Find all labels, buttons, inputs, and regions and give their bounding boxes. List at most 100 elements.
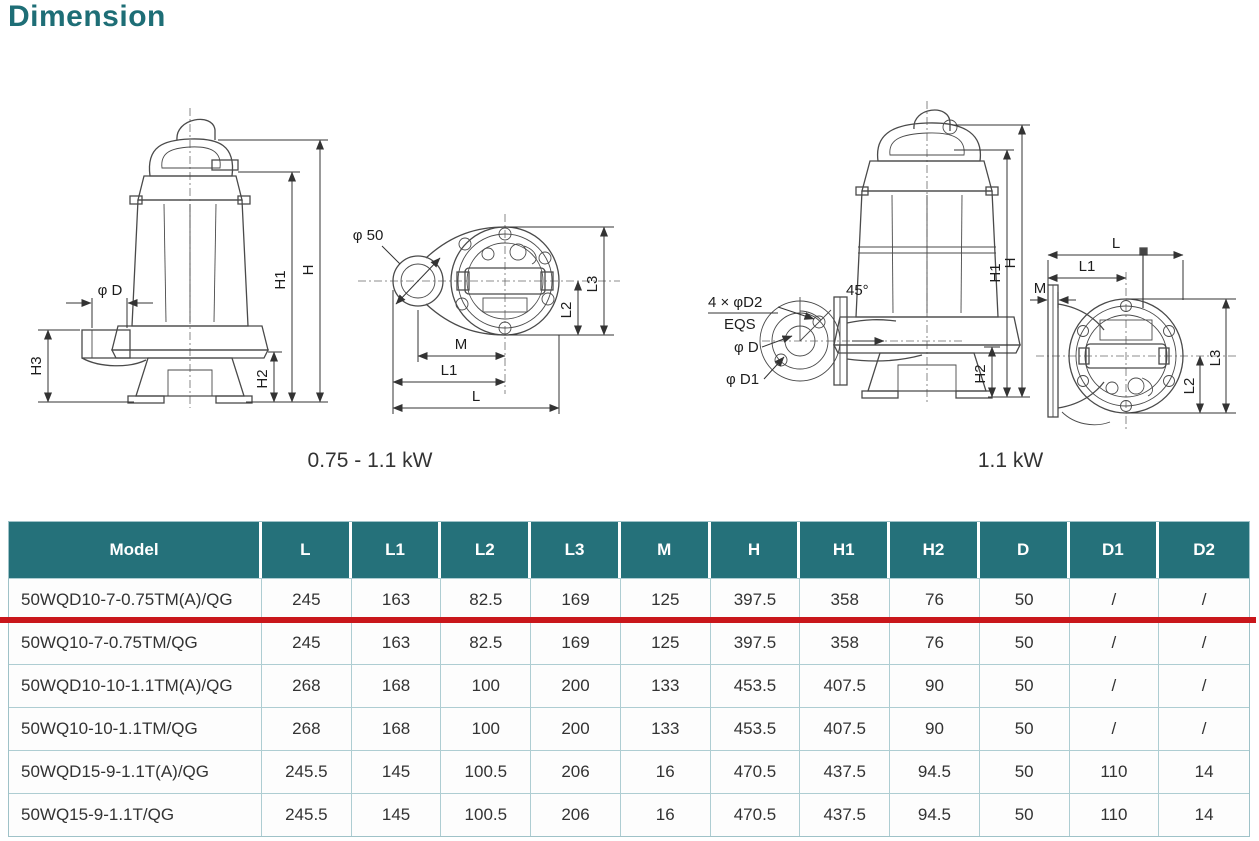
dim-label-h1-large: H1 xyxy=(987,263,1004,282)
pump-body-art-large xyxy=(759,101,1022,403)
value-cell: 200 xyxy=(531,664,621,707)
dim-label-h: H xyxy=(300,265,317,276)
value-cell: 100.5 xyxy=(441,793,532,836)
value-cell: 100 xyxy=(441,707,532,750)
value-cell: 245.5 xyxy=(262,750,352,793)
dim-label-phi-d-large: φ D xyxy=(734,339,759,356)
dim-label-bolt-pattern: 4 × φD2 xyxy=(708,294,762,311)
value-cell: 16 xyxy=(620,793,711,836)
dimension-lines-top-small: φ 50 M L1 L L2 L3 xyxy=(353,226,614,414)
value-cell: 82.5 xyxy=(441,578,532,621)
value-cell: 76 xyxy=(890,578,980,621)
value-cell: 407.5 xyxy=(800,707,891,750)
value-cell: 437.5 xyxy=(800,750,891,793)
value-cell: 50 xyxy=(979,707,1070,750)
dim-label-h-large: H xyxy=(1002,258,1019,269)
value-cell: 397.5 xyxy=(710,578,801,621)
value-cell: / xyxy=(1159,707,1249,750)
model-cell: 50WQ15-9-1.1T/QG xyxy=(9,793,262,836)
value-cell: 358 xyxy=(800,621,891,664)
value-cell: 100 xyxy=(441,664,532,707)
value-cell: 268 xyxy=(262,707,352,750)
value-cell: 245.5 xyxy=(262,793,352,836)
dim-label-l3: L3 xyxy=(584,276,601,293)
value-cell: 125 xyxy=(620,621,711,664)
value-cell: 470.5 xyxy=(710,793,801,836)
dimension-lines-top-large: L L1 M L2 L3 xyxy=(1030,235,1236,414)
value-cell: 110 xyxy=(1069,793,1160,836)
model-cell: 50WQD15-9-1.1T(A)/QG xyxy=(9,750,262,793)
pump-side-view-large-drawing: 4 × φD2 EQS φ D φ D1 45° H1 H H2 xyxy=(708,101,1030,403)
dim-label-m-top: M xyxy=(1034,280,1047,297)
value-cell: / xyxy=(1069,621,1160,664)
dim-label-h2-large: H2 xyxy=(972,364,989,383)
value-cell: 163 xyxy=(351,621,442,664)
value-cell: 82.5 xyxy=(441,621,532,664)
model-cell: 50WQ10-10-1.1TM/QG xyxy=(9,707,262,750)
value-cell: 397.5 xyxy=(710,621,801,664)
highlight-underline xyxy=(0,617,1256,623)
dim-label-l2: L2 xyxy=(558,302,575,319)
value-cell: 169 xyxy=(531,578,621,621)
pump-top-view-large-drawing: L L1 M L2 L3 xyxy=(1030,235,1236,430)
value-cell: / xyxy=(1159,621,1249,664)
value-cell: 268 xyxy=(262,664,352,707)
value-cell: 50 xyxy=(979,621,1070,664)
dim-label-h3: H3 xyxy=(30,356,45,375)
power-caption-left: 0.75 - 1.1 kW xyxy=(307,449,433,472)
column-header: H1 xyxy=(800,522,891,578)
value-cell: 125 xyxy=(620,578,711,621)
dim-label-l-top: L xyxy=(1112,235,1120,252)
value-cell: 200 xyxy=(531,707,621,750)
page-title: Dimension xyxy=(8,0,166,33)
dim-label-eqs: EQS xyxy=(724,316,756,333)
value-cell: 437.5 xyxy=(800,793,891,836)
value-cell: 16 xyxy=(620,750,711,793)
value-cell: 50 xyxy=(979,664,1070,707)
value-cell: 94.5 xyxy=(890,793,980,836)
dim-label-m: M xyxy=(455,336,468,353)
value-cell: 14 xyxy=(1159,793,1249,836)
dim-label-l: L xyxy=(472,388,480,405)
value-cell: 14 xyxy=(1159,750,1249,793)
value-cell: 50 xyxy=(979,578,1070,621)
model-cell: 50WQ10-7-0.75TM/QG xyxy=(9,621,262,664)
value-cell: 100.5 xyxy=(441,750,532,793)
value-cell: 94.5 xyxy=(890,750,980,793)
column-header: M xyxy=(621,522,711,578)
value-cell: 133 xyxy=(620,664,711,707)
value-cell: 145 xyxy=(351,793,442,836)
value-cell: 453.5 xyxy=(710,664,801,707)
column-header: L3 xyxy=(531,522,621,578)
model-cell: 50WQD10-10-1.1TM(A)/QG xyxy=(9,664,262,707)
dim-label-phi-d: φ D xyxy=(98,282,123,299)
value-cell: 145 xyxy=(351,750,442,793)
dim-label-h2: H2 xyxy=(254,369,271,388)
column-header: Model xyxy=(9,522,262,578)
column-header: L1 xyxy=(352,522,442,578)
value-cell: 76 xyxy=(890,621,980,664)
value-cell: 245 xyxy=(262,621,352,664)
dimension-lines-side-small: φ D H3 H1 H H2 xyxy=(30,139,328,403)
value-cell: 168 xyxy=(351,707,442,750)
dim-label-l1: L1 xyxy=(441,362,458,379)
value-cell: 206 xyxy=(531,793,621,836)
pump-body-art xyxy=(81,108,270,408)
dim-label-l1-top: L1 xyxy=(1079,258,1096,275)
value-cell: 90 xyxy=(890,707,980,750)
column-header: L2 xyxy=(441,522,532,578)
dimension-lines-side-large: 4 × φD2 EQS φ D φ D1 45° H1 H H2 xyxy=(708,124,1030,398)
column-header: D xyxy=(980,522,1070,578)
value-cell: 50 xyxy=(979,750,1070,793)
value-cell: 206 xyxy=(531,750,621,793)
value-cell: 163 xyxy=(351,578,442,621)
value-cell: / xyxy=(1159,578,1249,621)
value-cell: 358 xyxy=(800,578,891,621)
